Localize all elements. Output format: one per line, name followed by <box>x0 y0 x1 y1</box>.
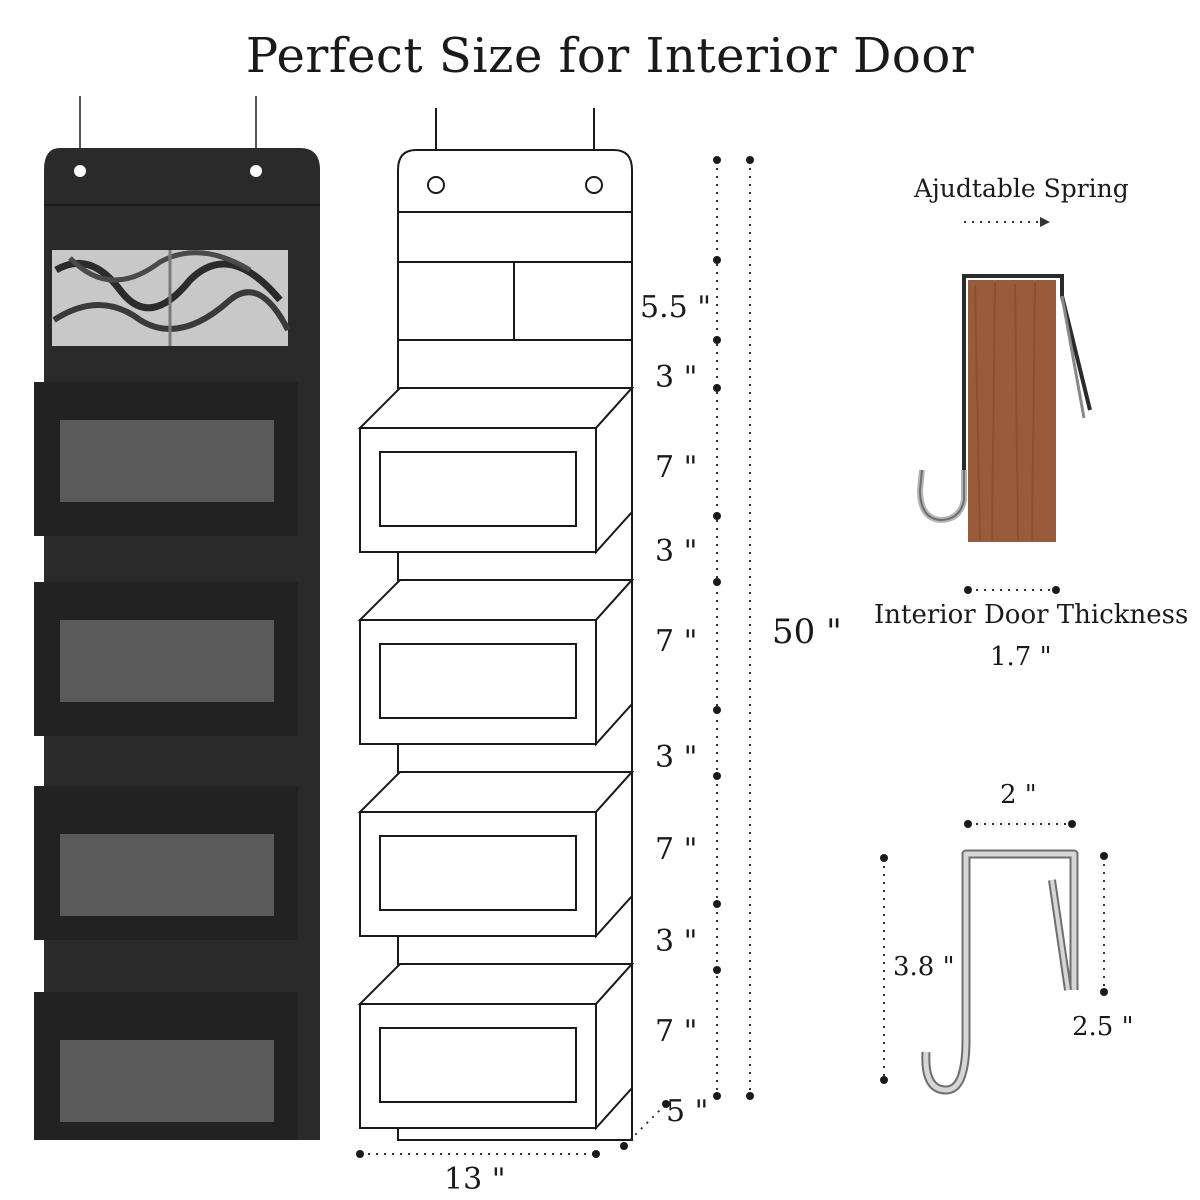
grommet-right <box>250 165 262 177</box>
pocket-top-face <box>357 963 635 1005</box>
spring-label: Ajudtable Spring <box>914 174 1129 203</box>
dimension-dot <box>662 1100 670 1108</box>
dim-pocket: 7 " <box>655 450 698 485</box>
dimension-dot <box>592 1150 600 1158</box>
dim-width: 13 " <box>444 1162 506 1197</box>
grommet-left <box>74 165 86 177</box>
dimension-dot <box>880 1076 888 1084</box>
dimension-dot <box>964 820 972 828</box>
dim-pocket: 7 " <box>655 624 698 659</box>
dimension-dot <box>880 854 888 862</box>
pocket-window-outline <box>379 643 577 719</box>
door-thickness-label: Interior Door Thickness <box>874 600 1189 630</box>
door-edge <box>968 280 1056 542</box>
dimension-dots <box>356 156 1108 1158</box>
spring-hook-icon <box>962 274 1092 470</box>
dimension-dot <box>713 256 721 264</box>
pocket-window <box>60 1040 274 1122</box>
dimension-dot <box>713 578 721 586</box>
door-thickness-value: 1.7 " <box>990 642 1052 672</box>
arrow-right-icon <box>1040 217 1050 227</box>
dimension-dot <box>713 384 721 392</box>
grommet-right <box>585 176 603 194</box>
pocket-front-face <box>359 427 597 553</box>
hook-illustration <box>921 849 1079 1095</box>
dim-gap: 3 " <box>655 740 698 775</box>
organizer-photo <box>34 96 320 1140</box>
pocket-window <box>60 620 274 702</box>
dimension-dot <box>746 1092 754 1100</box>
dim-pocket: 7 " <box>655 832 698 867</box>
pocket-front-face <box>359 811 597 937</box>
dimension-dot <box>713 156 721 164</box>
pocket-window-outline <box>379 835 577 911</box>
hook-height-value: 3.8 " <box>893 952 955 982</box>
pocket-window-outline <box>379 451 577 527</box>
dimension-dot <box>713 1092 721 1100</box>
dim-top-pocket: 5.5 " <box>640 290 712 325</box>
pocket-line-drawings <box>357 385 635 1131</box>
dimension-dot <box>713 966 721 974</box>
pocket-window-outline <box>379 1027 577 1103</box>
hook-width-value: 2 " <box>1000 780 1037 810</box>
grommet-left <box>427 176 445 194</box>
dimension-dot <box>713 706 721 714</box>
dimension-dot <box>1100 988 1108 996</box>
dimension-dot <box>620 1142 628 1150</box>
dimension-dot <box>713 772 721 780</box>
dim-pocket: 7 " <box>655 1014 698 1049</box>
dim-depth: 5 " <box>666 1094 709 1129</box>
hook-inner-value: 2.5 " <box>1072 1012 1134 1042</box>
dim-gap: 3 " <box>655 534 698 569</box>
pocket-top-face <box>357 771 635 813</box>
pocket-front-face <box>359 1003 597 1129</box>
dimension-dot <box>1100 852 1108 860</box>
pocket-top-face <box>357 387 635 429</box>
page-title: Perfect Size for Interior Door <box>245 28 975 84</box>
dimension-dot <box>746 156 754 164</box>
dimension-dot <box>713 900 721 908</box>
dimension-dot <box>964 586 972 594</box>
pocket-window <box>60 420 274 502</box>
door-hook-illustration <box>916 274 1092 542</box>
dim-gap: 3 " <box>655 924 698 959</box>
dim-gap: 3 " <box>655 360 698 395</box>
dimension-dot <box>1068 820 1076 828</box>
dimension-dot <box>1052 586 1060 594</box>
dimension-dot <box>713 336 721 344</box>
dimension-dot <box>356 1150 364 1158</box>
dimension-lines <box>360 160 1105 1155</box>
dimension-dot <box>713 512 721 520</box>
pocket-window <box>60 834 274 916</box>
pocket-top-face <box>357 579 635 621</box>
pocket-front-face <box>359 619 597 745</box>
dim-total-height: 50 " <box>772 612 842 652</box>
